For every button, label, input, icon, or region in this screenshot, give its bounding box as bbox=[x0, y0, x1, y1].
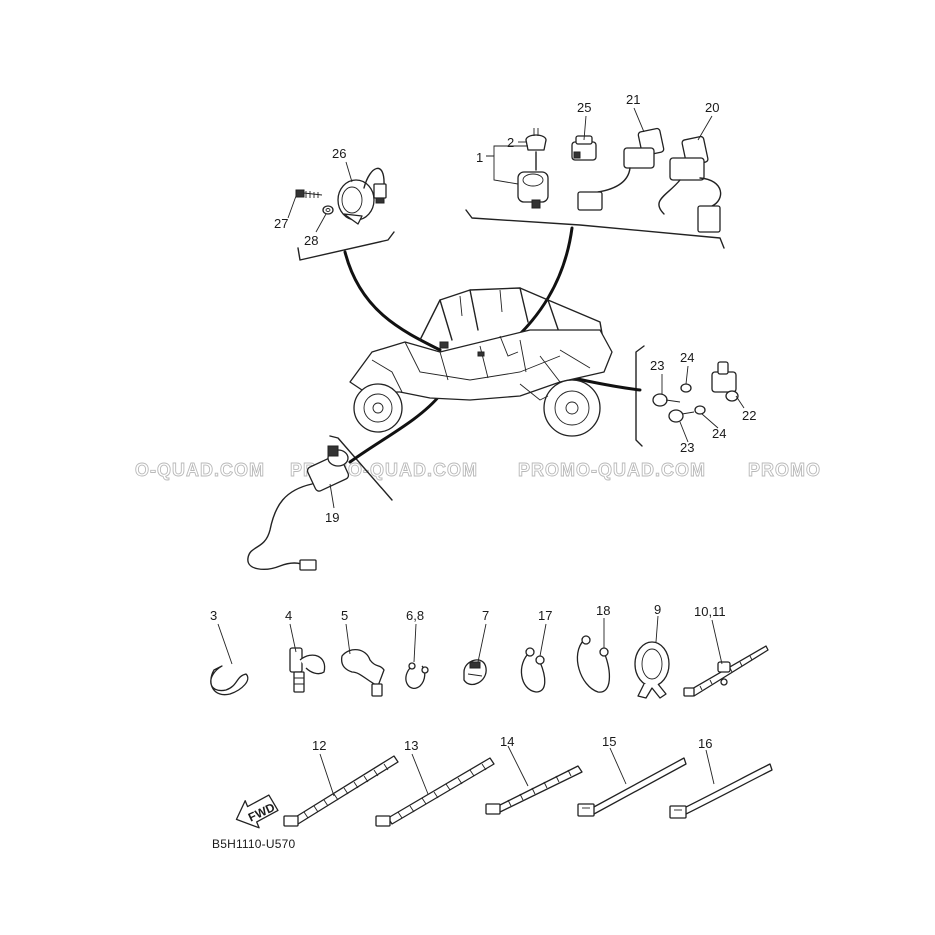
callout-labels: 26 27 28 1 2 25 21 20 23 24 22 23 24 19 … bbox=[210, 92, 756, 753]
callout-18: 18 bbox=[596, 603, 610, 618]
callout-6-8: 6,8 bbox=[406, 608, 424, 623]
part-washer-24a bbox=[680, 383, 692, 393]
part-cable-tie-13 bbox=[375, 757, 495, 827]
callout-5: 5 bbox=[341, 608, 348, 623]
part-clamp-10-11 bbox=[683, 645, 769, 697]
leader-lines bbox=[217, 107, 745, 797]
part-clamp-17 bbox=[520, 647, 546, 693]
part-cable-tie-15 bbox=[577, 757, 687, 817]
callout-2: 2 bbox=[507, 135, 514, 150]
part-clamp-4 bbox=[289, 647, 326, 693]
cable-to-horn bbox=[343, 250, 442, 352]
callout-17: 17 bbox=[538, 608, 552, 623]
callout-15: 15 bbox=[602, 734, 616, 749]
part-bolt-23a bbox=[652, 393, 681, 407]
bracket-socket bbox=[329, 435, 393, 501]
callout-7: 7 bbox=[482, 608, 489, 623]
part-washer-24b bbox=[694, 405, 706, 415]
callout-21: 21 bbox=[626, 92, 640, 107]
part-main-switch bbox=[517, 128, 549, 209]
callout-24a: 24 bbox=[680, 350, 694, 365]
bracket-top-right bbox=[465, 209, 725, 249]
cable-to-socket bbox=[348, 393, 442, 464]
part-cable-tie-16 bbox=[669, 763, 773, 819]
part-clamp-6-8 bbox=[405, 662, 429, 689]
callout-24b: 24 bbox=[712, 426, 726, 441]
callout-20: 20 bbox=[705, 100, 719, 115]
wheel-rear bbox=[543, 379, 601, 437]
fwd-label: FWD bbox=[246, 800, 277, 825]
part-horn bbox=[337, 167, 387, 225]
diagram-code: B5H1110-U570 bbox=[212, 837, 295, 851]
watermark-text: PROMO-QUAD.COM bbox=[518, 460, 706, 480]
callout-27: 27 bbox=[274, 216, 288, 231]
callout-1: 1 bbox=[476, 150, 483, 165]
part-clamp-7 bbox=[463, 659, 487, 685]
part-switch-20 bbox=[658, 135, 722, 233]
callout-9: 9 bbox=[654, 602, 661, 617]
callout-23a: 23 bbox=[650, 358, 664, 373]
watermark-text: O-QUAD.COM bbox=[135, 460, 265, 480]
fwd-arrow-icon: FWD bbox=[235, 794, 279, 829]
callout-14: 14 bbox=[500, 734, 514, 749]
bracket-right bbox=[635, 345, 645, 447]
watermark: O-QUAD.COM PROMO-QUAD.COM PROMO-QUAD.COM… bbox=[135, 460, 821, 481]
part-clamp-5 bbox=[340, 649, 385, 697]
part-clamp-3 bbox=[210, 665, 249, 696]
callout-28: 28 bbox=[304, 233, 318, 248]
callout-22: 22 bbox=[742, 408, 756, 423]
bracket-left bbox=[297, 231, 395, 261]
vehicle-illustration bbox=[349, 287, 613, 437]
part-clamp-18 bbox=[576, 635, 610, 693]
part-clamp-9 bbox=[634, 641, 670, 699]
part-switch-21 bbox=[577, 127, 665, 211]
callout-26: 26 bbox=[332, 146, 346, 161]
part-bolt-23b bbox=[668, 409, 695, 423]
group-brackets bbox=[297, 209, 725, 501]
part-cable-tie-12 bbox=[283, 755, 399, 827]
callout-23b: 23 bbox=[680, 440, 694, 455]
callout-13: 13 bbox=[404, 738, 418, 753]
callout-12: 12 bbox=[312, 738, 326, 753]
watermark-text: PROMO bbox=[748, 460, 821, 480]
callout-4: 4 bbox=[285, 608, 292, 623]
part-bolt-27 bbox=[295, 189, 323, 198]
part-cable-tie-14 bbox=[485, 765, 583, 815]
wheel-front bbox=[353, 383, 403, 433]
callout-3: 3 bbox=[210, 608, 217, 623]
part-socket-19 bbox=[247, 445, 350, 571]
callout-19: 19 bbox=[325, 510, 339, 525]
callout-10-11: 10,11 bbox=[694, 604, 726, 619]
part-washer-28 bbox=[322, 205, 334, 215]
callout-25: 25 bbox=[577, 100, 591, 115]
part-sensor-22 bbox=[711, 361, 739, 402]
callout-16: 16 bbox=[698, 736, 712, 751]
